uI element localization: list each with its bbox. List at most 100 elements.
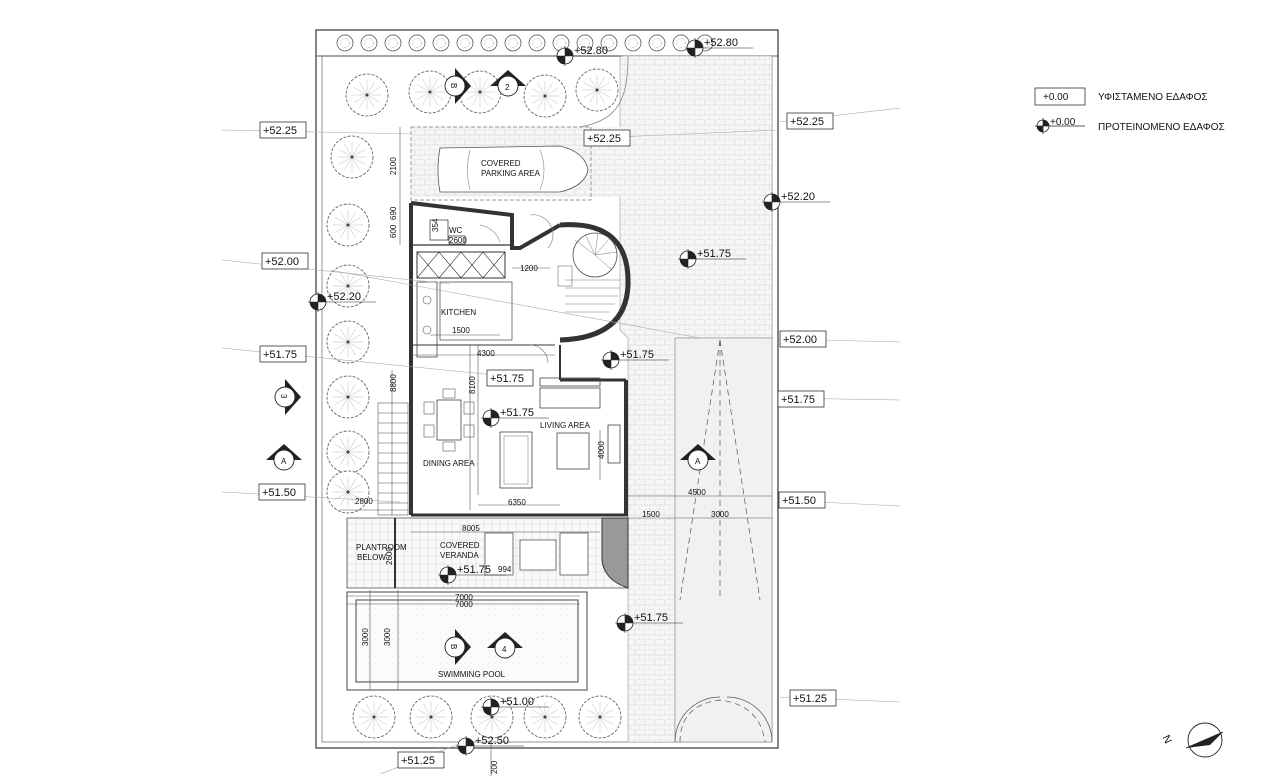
existing-level-text: +52.25	[587, 133, 621, 145]
tree-icon	[578, 695, 622, 739]
proposed-level-text: +51.75	[620, 349, 654, 361]
tree-icon	[352, 695, 396, 739]
section-marker-label: B	[449, 644, 458, 649]
existing-level-text: +52.00	[783, 334, 817, 346]
section-marker-label: 3	[279, 394, 288, 399]
proposed-level-text: +52.20	[327, 291, 361, 303]
hedge-shrub	[408, 34, 426, 52]
existing-level-l9: +51.50	[258, 483, 306, 501]
covered-veranda: PLANTROOM BELOW COVERED VERANDA	[346, 517, 629, 589]
hedge-shrub	[528, 34, 546, 52]
section-marker-label: 2	[505, 83, 510, 92]
tree-icon	[330, 135, 374, 179]
existing-level-l6: +51.75	[259, 345, 307, 363]
section-marker-icon: 2	[490, 70, 526, 97]
dim-994: 994	[498, 565, 512, 574]
dim-2600: 2600	[449, 236, 467, 245]
dim-2600b: 2600	[385, 547, 394, 565]
hedge-shrub	[648, 34, 666, 52]
parking-area: COVERED PARKING AREA	[410, 126, 592, 201]
tree-icon	[575, 68, 619, 112]
proposed-level-text: +52.20	[781, 191, 815, 203]
hedge-shrub	[480, 34, 498, 52]
proposed-level-marker-icon: +51.75	[678, 248, 746, 269]
existing-level-text: +51.50	[262, 487, 296, 499]
existing-level-text: +51.75	[781, 394, 815, 406]
existing-level-text: +51.25	[793, 693, 827, 705]
proposed-level-marker-icon: +52.50	[456, 735, 524, 756]
tree-icon	[326, 430, 370, 474]
room-label-plantroom-1: PLANTROOM	[356, 543, 407, 552]
proposed-level-marker-icon: +51.75	[438, 564, 506, 585]
proposed-level-marker-icon: +52.20	[308, 291, 376, 312]
section-marker-label: B	[449, 83, 458, 88]
tree-icon	[326, 203, 370, 247]
dim-690: 690	[389, 206, 398, 220]
stair-treads	[557, 232, 620, 313]
existing-level-l2: +52.25	[583, 129, 631, 147]
car-icon	[437, 145, 589, 193]
tree-icon	[409, 695, 453, 739]
existing-level-text: +51.75	[490, 373, 524, 385]
swimming-pool: SWIMMING POOL	[346, 591, 588, 691]
existing-level-l11: +51.25	[789, 689, 837, 707]
dim-354: 354	[431, 218, 440, 232]
hedge-shrub	[336, 34, 354, 52]
proposed-level-text: +52.80	[574, 45, 608, 57]
room-label-pool: SWIMMING POOL	[438, 670, 506, 679]
proposed-level-text: +51.75	[457, 564, 491, 576]
existing-levels: +52.25+52.25+52.25+52.00+52.00+51.75+51.…	[258, 112, 837, 769]
proposed-level-marker-icon: +51.75	[601, 349, 669, 370]
section-marker-icon: B	[444, 629, 471, 665]
proposed-level-text: +51.75	[500, 407, 534, 419]
tree-icon	[408, 70, 452, 114]
dim-4300: 4300	[477, 349, 495, 358]
tree-icon	[326, 320, 370, 364]
dim-8005: 8005	[462, 524, 480, 533]
room-label-plantroom-2: BELOW	[357, 553, 386, 562]
legend-proposed-label: ΠΡΟΤΕΙΝΟΜΕΝΟ ΕΔΑΦΟΣ	[1098, 122, 1225, 133]
dim-7000a: 7000	[455, 593, 473, 602]
dim-4500: 4500	[688, 488, 706, 497]
room-label-veranda-1: COVERED	[440, 541, 480, 550]
proposed-level-text: +52.80	[704, 37, 738, 49]
dim-4000: 4000	[597, 441, 606, 459]
existing-level-text: +52.25	[790, 116, 824, 128]
hedge-shrub	[576, 34, 594, 52]
tree-icon	[326, 470, 370, 514]
section-marker-label: 4	[502, 645, 507, 654]
room-label-parking-2: PARKING AREA	[481, 169, 541, 178]
room-label-veranda-2: VERANDA	[440, 551, 479, 560]
dim-200: 200	[490, 760, 499, 774]
dining-chairs	[423, 388, 475, 452]
dimension-texts: 2100 690 600 354 2600 1200 1500 4300 810…	[355, 157, 729, 774]
hedge-shrub	[672, 34, 690, 52]
tree-icon	[345, 73, 389, 117]
legend-proposed-value: +0.00	[1050, 117, 1076, 128]
hedge-shrub	[624, 34, 642, 52]
dim-600: 600	[389, 224, 398, 238]
proposed-level-marker-icon: +52.20	[762, 191, 830, 212]
tree-icon	[523, 695, 567, 739]
hedge-shrub	[600, 34, 618, 52]
proposed-level-text: +51.75	[634, 612, 668, 624]
proposed-level-marker-icon: +51.00	[481, 696, 549, 717]
tree-icon	[458, 70, 502, 114]
hedge-shrub	[432, 34, 450, 52]
proposed-level-marker-icon: +52.80	[555, 45, 623, 66]
existing-level-text: +51.75	[263, 349, 297, 361]
tree-icon	[523, 74, 567, 118]
trees	[326, 68, 622, 739]
gate	[674, 696, 773, 743]
existing-level-text: +51.50	[782, 495, 816, 507]
proposed-level-marker-icon: +51.75	[481, 407, 549, 428]
existing-level-l10: +51.50	[778, 491, 826, 509]
existing-level-text: +52.00	[265, 256, 299, 268]
proposed-level-marker-icon: +52.80	[685, 37, 753, 58]
legend-existing-value: +0.00	[1043, 92, 1069, 103]
room-label-dining: DINING AREA	[423, 459, 475, 468]
north-arrow-icon: N	[1160, 722, 1224, 758]
tree-icon	[470, 695, 514, 739]
room-label-kitchen: KITCHEN	[441, 308, 476, 317]
